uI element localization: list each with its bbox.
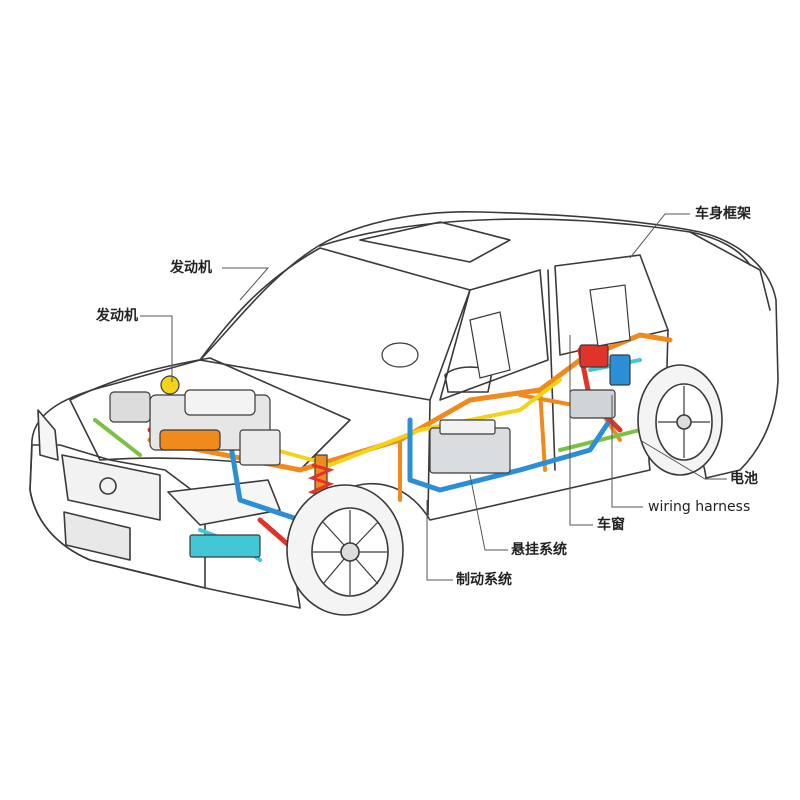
label-wiring-harness: wiring harness [648, 499, 750, 515]
battery-top [440, 420, 495, 434]
front-cyan-module [190, 535, 260, 557]
engine-cover [185, 390, 255, 415]
label-body-frame: 车身框架 [695, 206, 751, 222]
label-battery: 电池 [730, 471, 758, 487]
coolant-reservoir [161, 376, 179, 394]
rear-wheel-hub [677, 415, 691, 429]
label-brake: 制动系统 [456, 572, 512, 588]
front-wheel-hub [341, 543, 359, 561]
label-window: 车窗 [597, 517, 625, 533]
label-engine-mid: 发动机 [96, 308, 138, 324]
fuse-box [240, 430, 280, 465]
rear-red-module [580, 345, 608, 367]
air-filter-box [110, 392, 150, 422]
battery-block [430, 428, 510, 473]
rear-module [570, 390, 615, 418]
label-suspension: 悬挂系统 [511, 542, 567, 558]
intake-manifold [160, 430, 220, 450]
label-engine-top: 发动机 [170, 260, 212, 276]
rear-blue-module [610, 355, 630, 385]
